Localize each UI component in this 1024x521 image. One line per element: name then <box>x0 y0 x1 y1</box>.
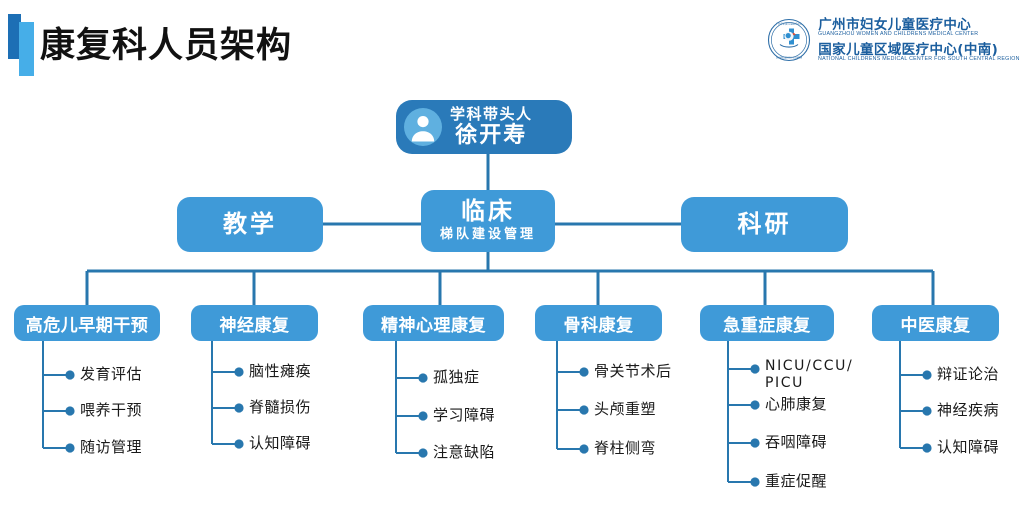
node-research[interactable]: 科研 <box>681 197 848 252</box>
logo-line2-en: NATIONAL CHILDRENS MEDICAL CENTER FOR SO… <box>818 56 1020 63</box>
leaf-item[interactable]: 脑性瘫痪 <box>249 362 312 380</box>
category-label: 急重症康复 <box>723 315 811 336</box>
node-department-leader[interactable]: 学科带头人 徐开寿 <box>396 100 572 154</box>
leaf-item[interactable]: 重症促醒 <box>765 472 828 490</box>
leaf-item[interactable]: 吞咽障碍 <box>765 433 828 451</box>
person-avatar-icon <box>404 108 442 146</box>
category-label: 高危儿早期干预 <box>25 315 149 336</box>
logo-line2-cn: 国家儿童区域医疗中心(中南) <box>818 41 999 58</box>
node-category-neuro-rehab[interactable]: 神经康复 <box>191 305 318 341</box>
svg-text:GUANGZHOU WOMEN: GUANGZHOU WOMEN <box>776 57 803 60</box>
leaf-item[interactable]: PICU <box>765 375 804 391</box>
svg-text:广州市妇女儿童医疗中心: 广州市妇女儿童医疗中心 <box>776 22 803 26</box>
logo-line1-cn: 广州市妇女儿童医疗中心 <box>818 17 972 33</box>
root-name-label: 徐开寿 <box>455 123 528 149</box>
leaf-item[interactable]: 认知障碍 <box>249 434 312 452</box>
leaf-item[interactable]: 孤独症 <box>433 368 480 386</box>
node-category-critical-care-rehab[interactable]: 急重症康复 <box>700 305 834 341</box>
title-accent-bar-dark <box>8 14 21 59</box>
leaf-item[interactable]: 学习障碍 <box>433 406 496 424</box>
node-research-label: 科研 <box>737 209 792 238</box>
leaf-item[interactable]: 认知障碍 <box>937 438 1000 456</box>
node-category-psych-rehab[interactable]: 精神心理康复 <box>363 305 504 341</box>
leaf-item[interactable]: NICU/CCU/ <box>765 358 854 374</box>
node-clinical[interactable]: 临床 梯队建设管理 <box>421 190 555 252</box>
leaf-item[interactable]: 骨关节术后 <box>594 362 672 380</box>
leaf-item[interactable]: 随访管理 <box>80 438 143 456</box>
leaf-item[interactable]: 心肺康复 <box>765 395 828 413</box>
leaf-item[interactable]: 头颅重塑 <box>594 400 657 418</box>
title-accent-bar <box>8 14 34 76</box>
page-title: 康复科人员架构 <box>40 26 293 66</box>
node-teaching-label: 教学 <box>223 209 277 238</box>
hospital-logo: 广州市妇女儿童医疗中心 GUANGZHOU WOMEN 广州市妇女儿童医疗中心 … <box>767 17 1020 63</box>
category-label: 神经康复 <box>219 315 290 336</box>
leaf-item[interactable]: 神经疾病 <box>937 401 1000 419</box>
leaf-item[interactable]: 喂养干预 <box>80 401 143 419</box>
logo-line1-en: GUANGZHOU WOMEN AND CHILDRENS MEDICAL CE… <box>818 31 979 38</box>
category-label: 中医康复 <box>900 315 971 336</box>
node-teaching[interactable]: 教学 <box>177 197 323 252</box>
leaf-item[interactable]: 辩证论治 <box>937 365 1000 383</box>
node-category-high-risk-infant[interactable]: 高危儿早期干预 <box>14 305 160 341</box>
category-label: 骨科康复 <box>563 315 634 336</box>
leaf-item[interactable]: 注意缺陷 <box>433 443 496 461</box>
hospital-emblem-icon: 广州市妇女儿童医疗中心 GUANGZHOU WOMEN <box>768 19 811 62</box>
leaf-item[interactable]: 脊柱侧弯 <box>594 439 657 457</box>
node-clinical-sublabel: 梯队建设管理 <box>439 226 536 242</box>
title-accent-bar-light <box>19 22 34 76</box>
leaf-item[interactable]: 发育评估 <box>80 365 143 383</box>
node-category-tcm-rehab[interactable]: 中医康复 <box>872 305 999 341</box>
leaf-item[interactable]: 脊髓损伤 <box>249 398 312 416</box>
root-role-label: 学科带头人 <box>450 104 533 123</box>
node-category-ortho-rehab[interactable]: 骨科康复 <box>535 305 662 341</box>
node-clinical-label: 临床 <box>461 197 515 226</box>
category-label: 精神心理康复 <box>381 315 486 336</box>
